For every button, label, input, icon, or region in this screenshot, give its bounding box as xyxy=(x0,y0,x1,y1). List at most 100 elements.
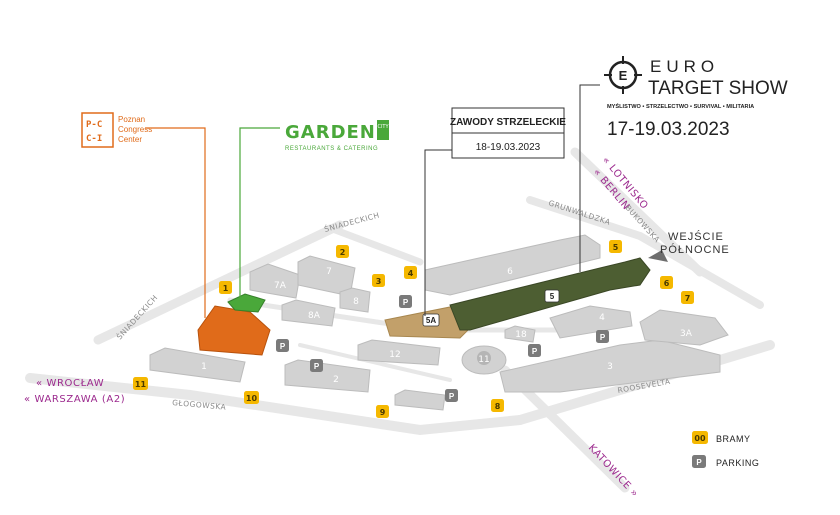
legend-parking-swatch xyxy=(692,455,706,468)
hall-7a-label: 7A xyxy=(274,281,287,291)
direction-wroclaw: « WROCŁAW xyxy=(36,378,104,389)
hall-5-label: 5 xyxy=(550,292,555,301)
garden-city-block xyxy=(377,120,389,140)
svg-text:P: P xyxy=(449,392,455,401)
hall-18 xyxy=(504,325,536,343)
hall-1 xyxy=(149,347,246,383)
pcc-name-line2: Congress xyxy=(118,125,152,134)
gate-2[interactable]: 2 xyxy=(336,245,349,258)
north-entrance-arrow xyxy=(648,250,668,262)
garden-leader xyxy=(239,127,280,300)
garden-building xyxy=(227,293,266,313)
road-bukowska xyxy=(570,147,705,277)
parking-marker[interactable]: P xyxy=(596,330,609,343)
gate-5[interactable]: 5 xyxy=(609,240,622,253)
gate-1[interactable]: 1 xyxy=(219,281,232,294)
svg-text:8: 8 xyxy=(495,402,501,411)
svg-text:3: 3 xyxy=(376,277,382,286)
hall-8a-label: 8A xyxy=(308,311,321,321)
zawody-box: ZAWODY STRZELECKIE 18-19.03.2023 xyxy=(450,107,566,159)
hall-8-label: 8 xyxy=(353,297,359,307)
hall-12-label: 12 xyxy=(389,350,400,360)
hall-6-label: 6 xyxy=(507,267,513,277)
zawody-title: ZAWODY STRZELECKIE xyxy=(450,117,566,128)
ets-logo: E EURO TARGET SHOW MYŚLISTWO • STRZELECT… xyxy=(604,56,788,140)
legend-parking-symbol: P xyxy=(696,458,702,467)
hall-4-label: 4 xyxy=(599,313,605,323)
pcc-logo: P-C C-I Poznan Congress Center xyxy=(81,112,152,148)
road-inner-2 xyxy=(298,343,452,382)
hall-18-label: 18 xyxy=(515,330,527,340)
hall-6 xyxy=(424,234,601,296)
road-glogowska xyxy=(25,373,525,436)
hall-3a xyxy=(639,309,729,346)
ets-tagline: MYŚLISTWO • STRZELECTWO • SURVIVAL • MIL… xyxy=(607,103,754,110)
gate-11[interactable]: 11 xyxy=(133,377,148,390)
svg-text:10: 10 xyxy=(246,394,258,403)
gates: 1 2 3 4 5 6 7 8 9 10 11 xyxy=(133,240,694,418)
hall-2 xyxy=(284,359,371,393)
hall-2-label: 2 xyxy=(333,375,339,385)
garden-subtitle: RESTAURANTS & CATERING xyxy=(285,146,378,152)
hall-7 xyxy=(297,255,356,297)
hall-8a xyxy=(281,299,336,327)
zawody-leader xyxy=(424,149,455,316)
svg-text:7: 7 xyxy=(685,294,691,303)
legend-gate-swatch xyxy=(692,431,708,444)
parking-marker[interactable]: P xyxy=(310,359,323,372)
svg-text:4: 4 xyxy=(408,269,414,278)
legend-gate-sample: 00 xyxy=(694,434,706,443)
direction-warszawa: « WARSZAWA (A2) xyxy=(24,394,125,405)
garden-logo-text: GARDEN xyxy=(285,122,376,143)
svg-text:1: 1 xyxy=(223,284,229,293)
parking-marker[interactable]: P xyxy=(528,344,541,357)
hall-12 xyxy=(357,339,441,366)
leader-lines xyxy=(145,84,600,318)
hall-5a-label: 5A xyxy=(426,316,436,325)
gate-3[interactable]: 3 xyxy=(372,274,385,287)
gate-6[interactable]: 6 xyxy=(660,276,673,289)
gate-7[interactable]: 7 xyxy=(681,291,694,304)
crosshair-icon: E xyxy=(604,56,642,94)
hall-1-label: 1 xyxy=(201,362,207,372)
svg-text:6: 6 xyxy=(664,279,670,288)
ets-leader xyxy=(579,84,600,272)
parking-marker[interactable]: P xyxy=(276,339,289,352)
pcc-name-line3: Center xyxy=(118,135,142,144)
svg-text:5: 5 xyxy=(613,243,619,252)
north-entrance: WEJŚCIE PÓŁNOCNE xyxy=(648,230,730,262)
direction-katowice: KATOWICE » xyxy=(586,443,640,500)
hall-4 xyxy=(549,305,633,339)
hall-3 xyxy=(499,339,721,393)
parking-marker[interactable]: P xyxy=(399,295,412,308)
svg-text:P: P xyxy=(280,342,286,351)
pcc-name-line1: Poznan xyxy=(118,115,145,124)
hall-11-label: 11 xyxy=(478,355,489,365)
pcc-leader xyxy=(145,127,206,318)
svg-text:11: 11 xyxy=(135,380,147,389)
pcc-building xyxy=(197,305,271,356)
hall-3-label: 3 xyxy=(607,362,613,372)
hall-7a xyxy=(249,263,301,299)
building-small-south xyxy=(394,389,446,411)
ets-brand-top: EURO xyxy=(650,57,719,76)
street-sniadeckich-top: ŚNIADECKICH xyxy=(323,210,380,233)
gate-9[interactable]: 9 xyxy=(376,405,389,418)
road-sniadeckich-left xyxy=(93,220,345,345)
north-entrance-line2: PÓŁNOCNE xyxy=(660,243,730,256)
zawody-dates: 18-19.03.2023 xyxy=(476,142,541,153)
hall-3a-label: 3A xyxy=(680,329,693,339)
svg-text:9: 9 xyxy=(380,408,386,417)
gate-4[interactable]: 4 xyxy=(404,266,417,279)
legend-gate-label: BRAMY xyxy=(716,434,751,444)
road-grunwaldzka xyxy=(526,196,644,240)
gate-10[interactable]: 10 xyxy=(244,391,259,404)
ets-brand-main: TARGET SHOW xyxy=(648,78,788,99)
hall-8 xyxy=(339,287,371,313)
gate-8[interactable]: 8 xyxy=(491,399,504,412)
parking-marker[interactable]: P xyxy=(445,389,458,402)
svg-text:E: E xyxy=(619,68,628,83)
road-sniadeckich-top xyxy=(326,224,424,266)
svg-text:P: P xyxy=(532,347,538,356)
